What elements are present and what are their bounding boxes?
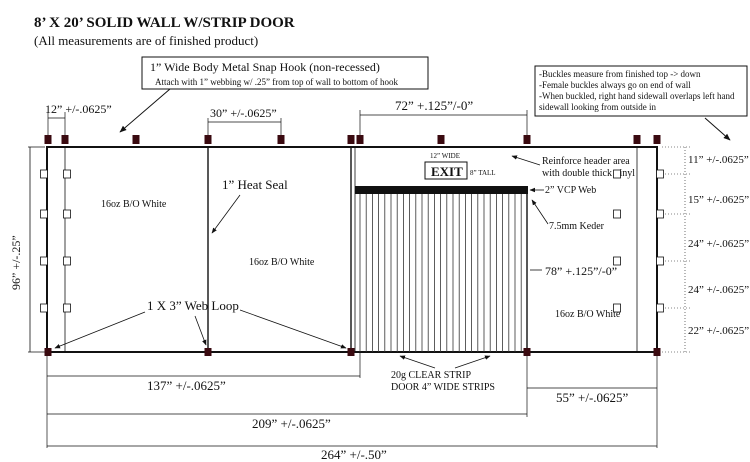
snap-hook (633, 135, 641, 144)
dim-total: 264” +/-.50” (321, 447, 387, 462)
buckle-spacing-label: 24” +/-.0625” (688, 238, 749, 250)
keder-label: 7.5mm Keder (549, 221, 605, 232)
buckle (40, 169, 48, 179)
fixtures (40, 135, 664, 356)
note-line-2: -Female buckles always go on end of wall (539, 80, 691, 90)
note-line-1: -Buckles measure from finished top -> do… (539, 69, 701, 79)
reinforce-label-1: Reinforce header area (542, 156, 630, 167)
web-loop (44, 348, 52, 356)
exit-sign (424, 161, 468, 180)
buckle-spacing-dims: 11” +/-.0625” 15” +/-.0625” 24” +/-.0625” 2… (662, 146, 749, 353)
dim-to-door-right: 209” +/-.0625” (252, 416, 331, 431)
buckle (656, 169, 664, 179)
vcp-web-label: 2” VCP Web (545, 185, 596, 196)
dim-door-width: 72” +.125”/-0” (395, 98, 473, 113)
buckle (63, 303, 71, 313)
heat-seal-label: 1” Heat Seal (222, 177, 288, 192)
snap-hook (356, 135, 364, 144)
web-loop (347, 348, 355, 356)
strip-door-label-1: 20g CLEAR STRIP (391, 370, 471, 381)
buckle (63, 169, 71, 179)
exit-height-label: 8” TALL (470, 169, 496, 177)
heat-seal-arrow (211, 194, 241, 234)
snap-hook (437, 135, 445, 144)
buckle (40, 256, 48, 266)
hook-callout-arrow (119, 88, 171, 133)
strip-arrow-left (399, 355, 436, 369)
exit-width-label: 12” WIDE (430, 152, 460, 160)
snap-hook (61, 135, 69, 144)
snap-hook (277, 135, 285, 144)
dim-strip-length: 78” +.125”/-0” (545, 264, 617, 278)
web-loop-arrow-right (239, 309, 347, 349)
hook-callout-line2: Attach with 1” webbing w/ .25” from top … (155, 77, 398, 87)
dim-hook-spacing-left: 12” +/-.0625” (45, 102, 112, 116)
snap-hook (132, 135, 140, 144)
buckle (613, 209, 621, 219)
buckle (63, 256, 71, 266)
snap-hook (44, 135, 52, 144)
buckle (656, 209, 664, 219)
buckle (656, 256, 664, 266)
hook-callout-box (141, 56, 429, 90)
buckle-spacing-label: 22” +/-.0625” (688, 325, 749, 337)
panel-mid-label: 16oz B/O White (249, 257, 315, 268)
buckle-spacing-label: 15” +/-.0625” (688, 194, 749, 206)
buckle (40, 303, 48, 313)
hook-callout-line1: 1” Wide Body Metal Snap Hook (non-recess… (150, 60, 380, 74)
exit-sign-text: EXIT (431, 164, 463, 179)
buckle-spacing-label: 24” +/-.0625” (688, 284, 749, 296)
keder-arrow (531, 199, 549, 225)
panel-right-label: 16oz B/O White (555, 309, 621, 320)
dim-right-panel: 55” +/-.0625” (556, 390, 629, 405)
web-loop (653, 348, 661, 356)
web-loop-arrow-left (54, 311, 146, 349)
buckle (613, 169, 621, 179)
diagram-title: 8’ X 20’ SOLID WALL W/STRIP DOOR (34, 15, 295, 31)
buckle (40, 209, 48, 219)
buckle (613, 256, 621, 266)
snap-hook (347, 135, 355, 144)
strip-door-label-2: DOOR 4” WIDE STRIPS (391, 382, 495, 393)
reinforce-label-2: with double thick vinyl (542, 168, 635, 179)
notes-box (534, 65, 748, 117)
strip-arrow-right (454, 355, 491, 369)
notes-arrow (704, 117, 731, 141)
buckle (63, 209, 71, 219)
dim-hook-spacing-mid: 30” +/-.0625” (210, 106, 277, 120)
snap-hook (204, 135, 212, 144)
buckle (613, 303, 621, 313)
dim-height: 96” +/-.25” (9, 235, 23, 290)
snap-hook (653, 135, 661, 144)
reinforce-arrow (511, 155, 541, 166)
web-loop (204, 348, 212, 356)
web-loop-label: 1 X 3” Web Loop (147, 298, 239, 313)
buckle (656, 303, 664, 313)
buckle-spacing-label: 11” +/-.0625” (688, 154, 749, 166)
note-line-4: sidewall looking from outside in (539, 102, 656, 112)
vcp-web-bar (355, 186, 528, 194)
snap-hook (523, 135, 531, 144)
web-loop-arrow-mid (194, 315, 207, 346)
diagram-subtitle: (All measurements are of finished produc… (34, 33, 258, 48)
dim-loop-to-door: 137” +/-.0625” (147, 378, 226, 393)
web-loop (523, 348, 531, 356)
strip-door (359, 194, 522, 352)
note-line-3: -When buckled, right hand sidewall overl… (539, 91, 735, 101)
panel-left-label: 16oz B/O White (101, 199, 167, 210)
